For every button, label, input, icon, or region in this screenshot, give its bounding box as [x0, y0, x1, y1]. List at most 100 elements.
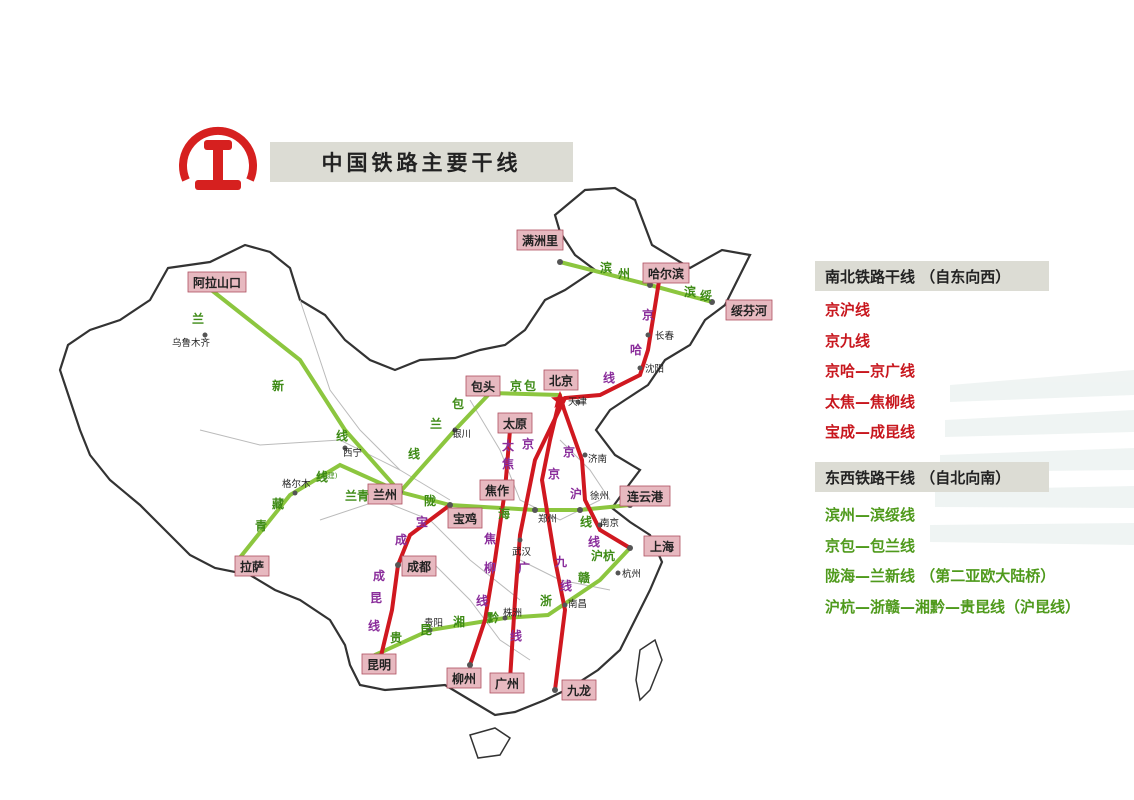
city-chengdu: 成都 — [401, 555, 437, 577]
svg-text:广州: 广州 — [495, 676, 519, 691]
svg-text:沪杭: 沪杭 — [591, 548, 615, 563]
svg-text:昆: 昆 — [370, 591, 382, 605]
svg-text:宝: 宝 — [416, 514, 428, 529]
svg-text:贵: 贵 — [390, 630, 402, 645]
legend-item: 陇海—兰新线 （第二亚欧大陆桥） — [825, 567, 1056, 585]
legend-item: 滨州—滨绥线 — [825, 506, 916, 524]
svg-text:黔: 黔 — [487, 610, 499, 625]
svg-text:九: 九 — [554, 554, 567, 569]
taiwan-outline — [635, 638, 663, 702]
svg-text:京: 京 — [642, 307, 654, 322]
city-baotou: 包头 — [465, 375, 501, 397]
jingbao-baolan-line — [398, 390, 562, 494]
line-labels: 滨 州 滨 绥 京 哈 线 京 包 包 兰 线 兰 新 线 青 藏 线 兰青 陇… — [192, 260, 712, 645]
jinghu-line — [558, 396, 632, 550]
legend-item: 京哈—京广线 — [825, 362, 916, 380]
svg-text:武汉: 武汉 — [512, 546, 532, 558]
svg-text:九龙: 九龙 — [566, 683, 591, 698]
svg-text:南昌: 南昌 — [568, 598, 587, 610]
track-watermark — [930, 370, 1134, 545]
svg-text:兰青: 兰青 — [345, 488, 369, 503]
city-shanghai: 上海 — [643, 535, 681, 557]
east-west-legend-header: 东西铁路干线 （自北向南） — [815, 462, 1049, 492]
lanqing-qingzang-line — [236, 462, 402, 562]
beijing-star-icon — [551, 391, 569, 408]
svg-text:青: 青 — [255, 518, 267, 533]
svg-text:格尔木: 格尔木 — [282, 478, 311, 490]
svg-text:绥: 绥 — [700, 288, 712, 303]
svg-text:新: 新 — [272, 378, 284, 393]
svg-text:线: 线 — [316, 469, 328, 484]
svg-text:郑州: 郑州 — [538, 513, 557, 525]
svg-text:上海: 上海 — [650, 539, 674, 554]
svg-text:兰州: 兰州 — [373, 487, 397, 502]
svg-text:绥芬河: 绥芬河 — [731, 303, 767, 318]
svg-text:贵阳: 贵阳 — [424, 617, 443, 629]
svg-text:线: 线 — [580, 514, 592, 529]
svg-text:成都: 成都 — [407, 559, 431, 574]
east-west-legend-list: 滨州—滨绥线 京包—包兰线 陇海—兰新线 （第二亚欧大陆桥） 沪杭—浙赣—湘黔—… — [825, 500, 1080, 622]
svg-text:柳: 柳 — [484, 560, 496, 575]
svg-text:乌鲁木齐: 乌鲁木齐 — [172, 337, 211, 349]
svg-text:南京: 南京 — [600, 517, 619, 529]
svg-text:京: 京 — [522, 436, 534, 451]
svg-text:天津: 天津 — [568, 397, 588, 408]
svg-text:滨: 滨 — [600, 260, 612, 275]
svg-text:线: 线 — [476, 593, 488, 608]
svg-text:线: 线 — [408, 446, 420, 461]
svg-text:北京: 北京 — [549, 373, 573, 388]
legend-item: 京九线 — [825, 331, 871, 350]
legend-item: 宝成—成昆线 — [825, 423, 916, 441]
svg-text:藏: 藏 — [272, 496, 284, 511]
svg-text:柳州: 柳州 — [452, 671, 476, 686]
taijiao-jiaoliu-line — [468, 428, 512, 667]
page-title: 中国铁路主要干线 — [270, 142, 573, 182]
legend-item: 太焦—焦柳线 — [825, 392, 916, 411]
svg-text:太原: 太原 — [503, 416, 527, 431]
svg-text:济南: 济南 — [588, 453, 607, 465]
north-south-legend-header: 南北铁路干线 （自东向西） — [815, 261, 1049, 291]
legend-item: 沪杭—浙赣—湘黔—贵昆线（沪昆线） — [825, 597, 1081, 616]
city-beijing: 北京 — [543, 369, 579, 391]
svg-text:线: 线 — [603, 370, 615, 385]
svg-text:州: 州 — [617, 267, 630, 281]
svg-text:焦: 焦 — [483, 531, 496, 546]
svg-text:成: 成 — [373, 568, 385, 583]
city-baoji: 宝鸡 — [447, 507, 483, 529]
svg-text:广: 广 — [518, 560, 530, 575]
city-alashankou: 阿拉山口 — [187, 271, 247, 293]
svg-text:京: 京 — [563, 444, 575, 459]
svg-text:昆: 昆 — [420, 623, 432, 637]
svg-text:兰: 兰 — [192, 311, 204, 326]
svg-text:阿拉山口: 阿拉山口 — [193, 275, 241, 290]
north-south-legend-list: 京沪线 京九线 京哈—京广线 太焦—焦柳线 宝成—成昆线 — [825, 295, 915, 448]
svg-text:焦: 焦 — [501, 456, 514, 471]
huhang-zhegan-xiangqian-guikun-line — [373, 546, 632, 657]
hainan-outline — [469, 727, 512, 759]
svg-text:(拟建): (拟建) — [318, 471, 338, 480]
svg-text:银川: 银川 — [452, 428, 471, 440]
city-suifenhe: 绥芬河 — [725, 299, 773, 321]
svg-text:长春: 长春 — [655, 330, 675, 342]
city-manzhouli: 满洲里 — [516, 229, 564, 251]
city-haerbin: 哈尔滨 — [642, 262, 690, 284]
svg-text:株洲: 株洲 — [503, 607, 522, 619]
svg-text:京: 京 — [510, 378, 522, 393]
china-railway-logo-icon — [179, 126, 257, 190]
city-kunming: 昆明 — [361, 653, 397, 675]
svg-text:陇: 陇 — [424, 493, 436, 508]
svg-text:兰: 兰 — [430, 416, 442, 431]
svg-text:包: 包 — [451, 396, 464, 411]
svg-text:滨: 滨 — [684, 284, 696, 299]
svg-text:焦作: 焦作 — [484, 483, 509, 498]
svg-text:连云港: 连云港 — [627, 489, 664, 504]
svg-text:拉萨: 拉萨 — [240, 559, 264, 574]
city-lasa: 拉萨 — [234, 555, 270, 577]
svg-text:徐州: 徐州 — [590, 490, 609, 502]
svg-text:线: 线 — [560, 578, 572, 593]
svg-text:满洲里: 满洲里 — [522, 233, 558, 248]
svg-text:赣: 赣 — [578, 570, 591, 585]
city-lanzhou: 兰州 — [367, 483, 403, 505]
city-liuzhou: 柳州 — [446, 667, 482, 689]
jingjiu-line — [539, 396, 568, 692]
